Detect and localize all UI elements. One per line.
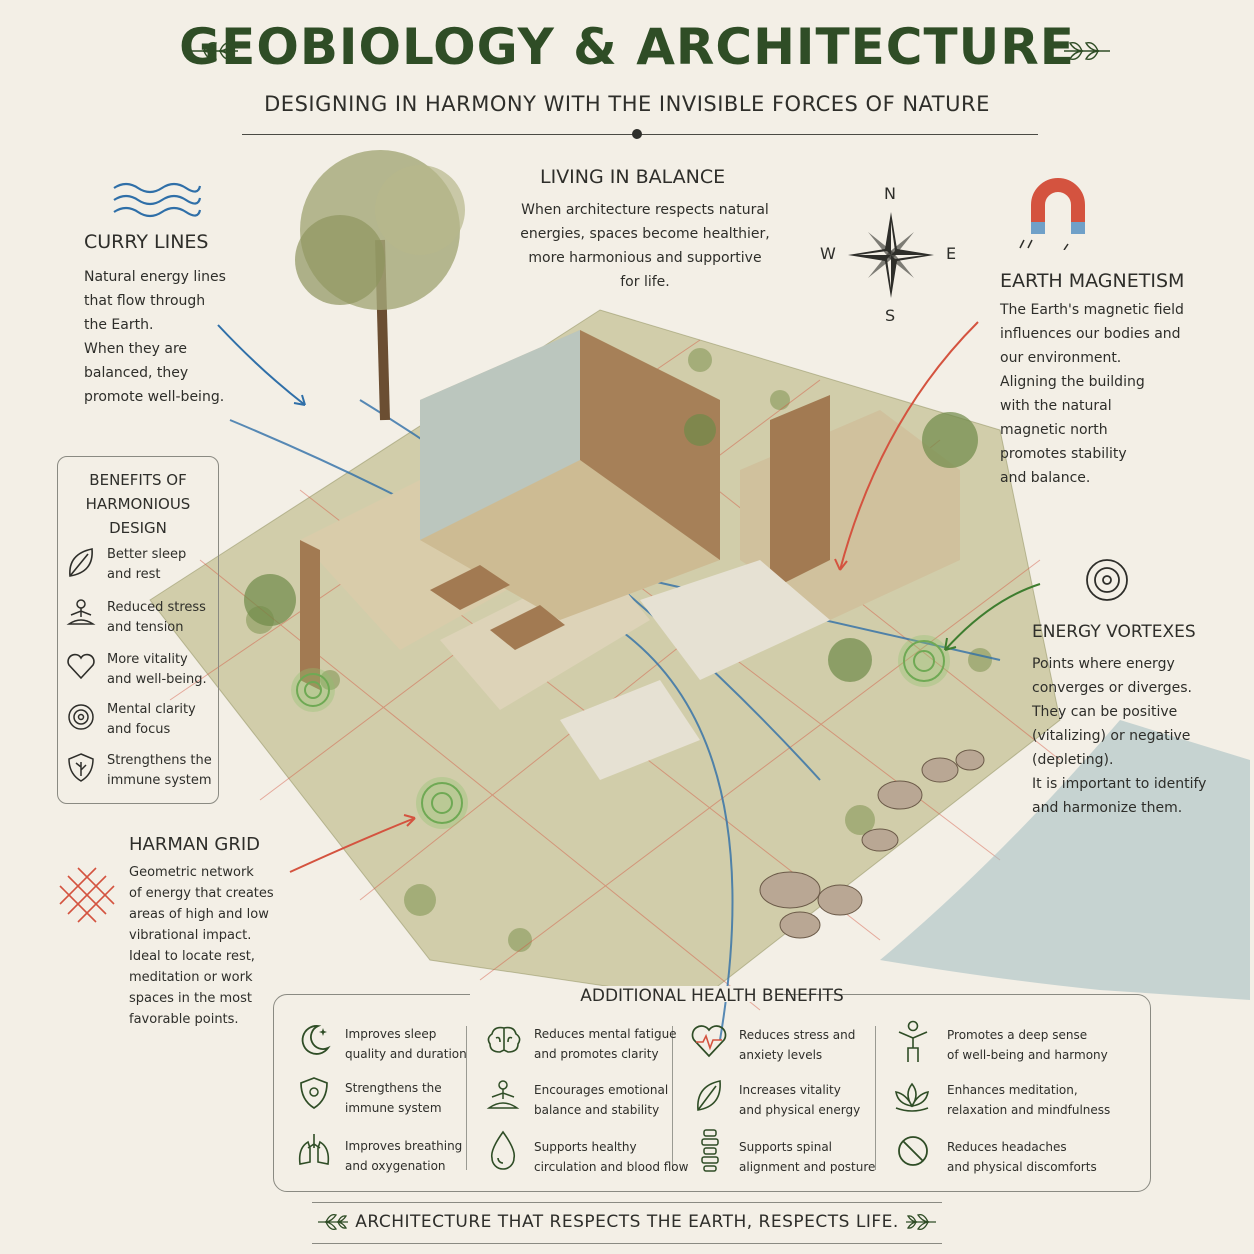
pond xyxy=(880,720,1250,1000)
living-heading: LIVING IN BALANCE xyxy=(540,166,726,188)
curry-heading: CURRY LINES xyxy=(84,231,209,253)
lungs-icon xyxy=(298,1134,330,1165)
left-wall xyxy=(300,540,320,690)
sprig-right-icon xyxy=(906,1214,936,1230)
wood-wall xyxy=(580,330,720,560)
wave-icon xyxy=(113,182,202,218)
add-meditation: Enhances meditation,relaxation and mindf… xyxy=(947,1083,1111,1117)
heartbeat-icon xyxy=(691,1025,727,1058)
spine-icon xyxy=(701,1129,719,1172)
meditation-icon xyxy=(66,599,96,625)
additional-heading: ADDITIONAL HEALTH BENEFITS xyxy=(580,986,844,1006)
leaf-icon xyxy=(697,1080,721,1111)
vortex-heading: ENERGY VORTEXES xyxy=(1032,622,1196,642)
drop-icon xyxy=(490,1130,516,1170)
sprig-right-icon xyxy=(1064,41,1110,61)
page-title: GEOBIOLOGY & ARCHITECTURE xyxy=(179,18,1075,76)
moon-icon xyxy=(301,1025,331,1055)
compass-s: S xyxy=(885,306,896,325)
compass-rose-icon xyxy=(848,212,934,298)
benefits-box xyxy=(57,456,219,804)
heart-icon xyxy=(67,653,95,680)
vortex-rings xyxy=(296,640,945,824)
grid-lines-icon xyxy=(59,867,115,923)
no-icon xyxy=(898,1136,928,1166)
shield-icon xyxy=(68,753,94,782)
arrow-heads xyxy=(293,394,957,827)
tree-icon xyxy=(295,150,465,421)
footer-tagline: ARCHITECTURE THAT RESPECTS THE EARTH, RE… xyxy=(355,1212,899,1232)
bed xyxy=(640,560,830,680)
shield-icon xyxy=(300,1077,328,1109)
earth-heading: EARTH MAGNETISM xyxy=(1000,270,1185,292)
sofa xyxy=(560,680,700,780)
harman-heading: HARMAN GRID xyxy=(129,834,261,855)
sprig-left-icon xyxy=(192,41,238,61)
compass-w: W xyxy=(820,244,836,263)
rocks xyxy=(759,749,985,939)
lotus-icon xyxy=(895,1082,929,1112)
compass-e: E xyxy=(946,244,957,263)
sprig-left-icon xyxy=(318,1214,348,1230)
brain-icon xyxy=(487,1026,521,1053)
person-icon xyxy=(898,1020,928,1062)
footer-banner xyxy=(312,1202,942,1244)
glass-wall xyxy=(420,330,580,540)
dining-tables xyxy=(430,565,565,650)
magnet-icon xyxy=(1019,178,1085,250)
page-subtitle: DESIGNING IN HARMONY WITH THE INVISIBLE … xyxy=(264,92,990,116)
right-wood-wall xyxy=(770,395,830,590)
target-icon xyxy=(68,704,94,730)
compass-n: N xyxy=(884,184,896,203)
callout-arrows xyxy=(217,321,1041,873)
meditation-icon xyxy=(486,1080,520,1109)
bushes xyxy=(244,412,978,682)
leaf-icon xyxy=(69,548,93,577)
vortex-icon xyxy=(1086,559,1128,601)
divider-dot xyxy=(632,129,642,139)
